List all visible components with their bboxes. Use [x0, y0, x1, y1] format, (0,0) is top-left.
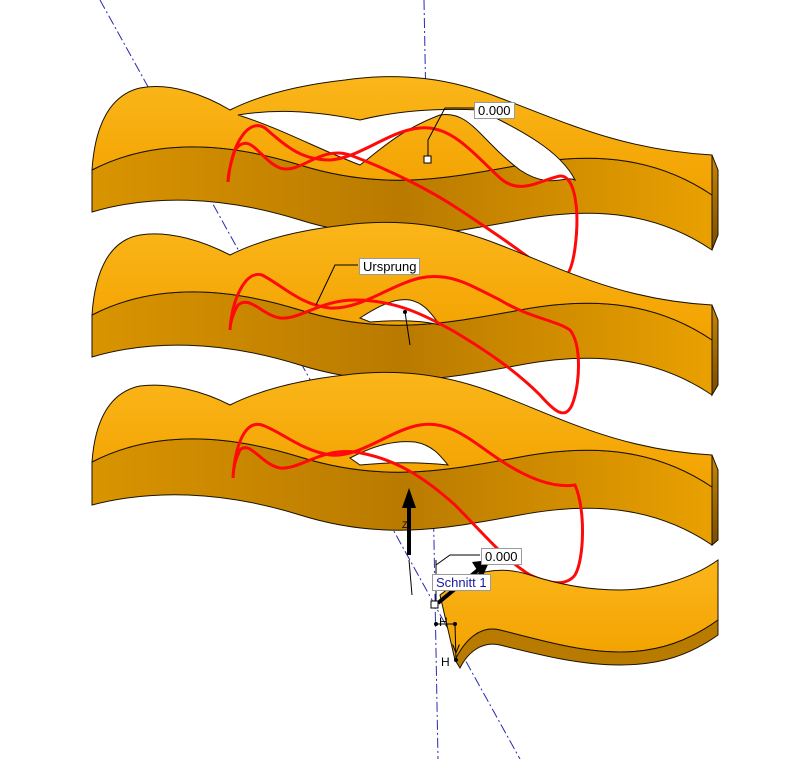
layer-top-curve [226, 124, 579, 280]
top-dimension-label[interactable]: 0.000 [474, 102, 515, 119]
axis-arrow-icon[interactable] [402, 488, 416, 596]
bottom-dimension-label[interactable]: 0.000 [481, 548, 522, 565]
origin-label[interactable]: Ursprung [359, 258, 421, 275]
tail-side [454, 619, 719, 670]
marker-h-upper: H [439, 615, 448, 629]
hv-point-3[interactable] [454, 658, 458, 662]
section-origin-point[interactable] [430, 600, 439, 609]
origin-markers [315, 107, 475, 346]
marker-z-axis: Z [402, 520, 408, 530]
marker-v-upper: V [452, 642, 461, 656]
sweep-layer-top[interactable] [91, 76, 719, 280]
marker-h-lower: H [441, 655, 450, 669]
origin-point-icon[interactable] [403, 310, 407, 314]
top-origin-point[interactable] [423, 155, 432, 164]
layer-middle-face [91, 221, 713, 341]
top-dim-leader [427, 107, 475, 158]
sweep-layer-middle[interactable] [91, 221, 719, 415]
layer-middle-curve [228, 273, 580, 415]
layer-top-opening [237, 108, 577, 182]
hv-point-1[interactable] [434, 622, 438, 626]
origin-tick [404, 311, 411, 346]
section-dim-leader [435, 554, 480, 566]
layer-top-end [711, 154, 719, 251]
layer-lower-end [711, 454, 719, 547]
sweep-tail[interactable] [439, 559, 719, 670]
layer-lower-curve [231, 422, 584, 585]
sweep-layer-lower[interactable] [91, 371, 719, 585]
layer-top-face [91, 76, 713, 196]
origin-leader [315, 264, 358, 306]
layer-middle-end [711, 304, 719, 397]
section-label[interactable]: Schnitt 1 [432, 574, 491, 591]
hv-point-2[interactable] [453, 622, 457, 626]
